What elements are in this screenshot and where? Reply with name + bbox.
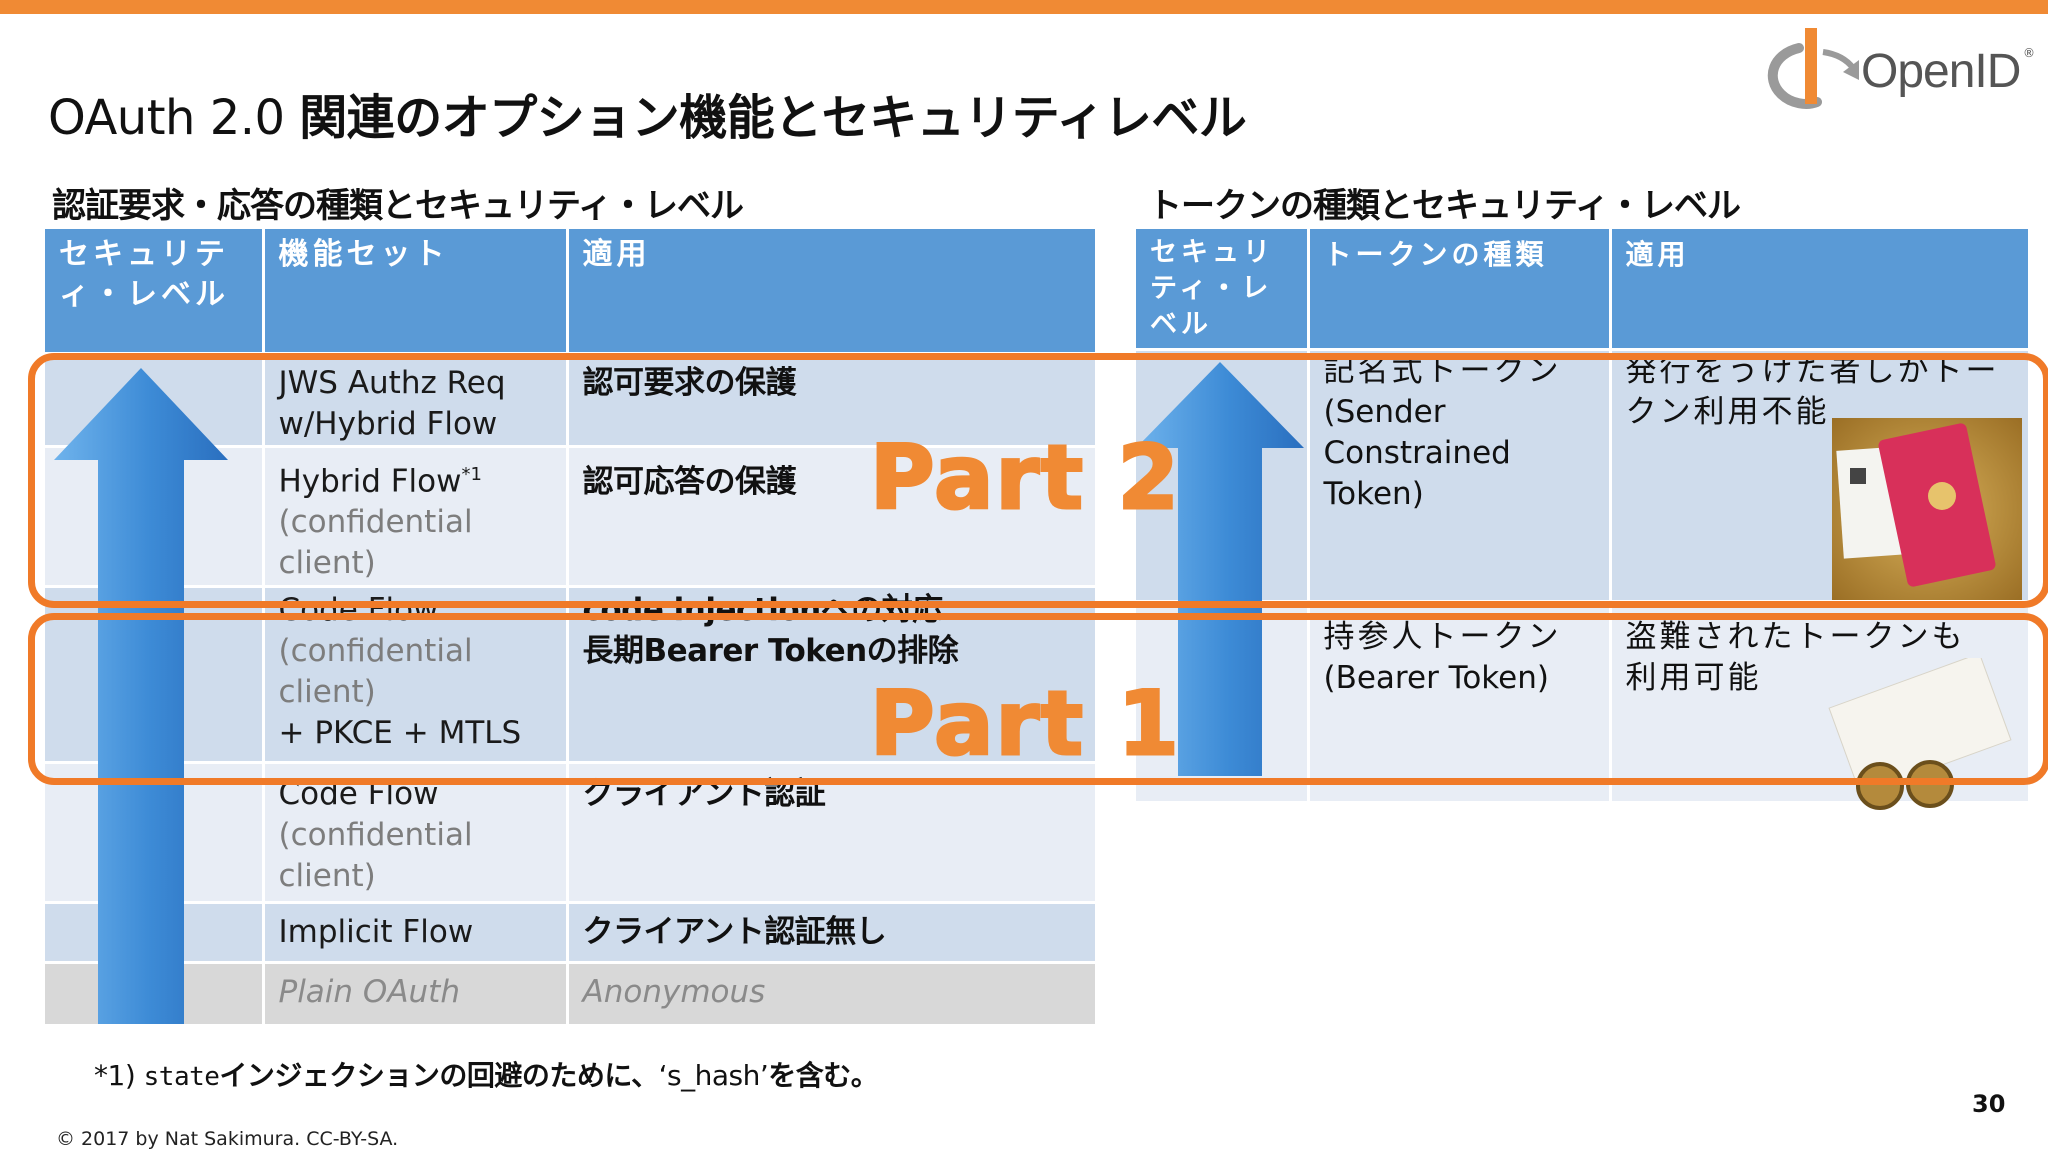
feature-line: JWS Authz Req: [278, 364, 506, 401]
passport-photo-icon: [1832, 418, 2022, 600]
openid-logo: OpenID ®: [1755, 22, 2035, 112]
copyright-notice: © 2017 by Nat Sakimura. CC-BY-SA.: [56, 1128, 399, 1150]
feature-name: Plain OAuth: [278, 973, 460, 1010]
left-section-heading: 認証要求・応答の種類とセキュリティ・レベル: [52, 186, 744, 226]
footnote: *1) stateインジェクションの回避のために、‘s_hash’を含む。: [94, 1054, 879, 1094]
table-header-row: セキュリティ・レベル 機能セット 適用: [45, 229, 1095, 353]
apply-text: code injectionへの対応: [582, 591, 944, 628]
feature-sub: client): [278, 857, 376, 894]
token-security-arrow-icon: [1136, 362, 1304, 776]
part2-highlight-frame: [28, 353, 2048, 608]
feature-name: Implicit Flow: [278, 913, 474, 950]
token-line: Constrained: [1323, 434, 1511, 471]
col-header-apply: 適用: [567, 229, 1095, 353]
col-header-security-level: セキュリティ・レベル: [45, 229, 265, 353]
table-row: Hybrid Flow*1 (confidential client) 認可応答の保…: [45, 444, 1095, 586]
feature-line: w/Hybrid Flow: [278, 405, 498, 442]
part2-label: Part 2: [869, 425, 1181, 531]
feature-sub: (confidential: [278, 632, 473, 669]
feature-tail: + PKCE + MTLS: [278, 714, 522, 751]
token-line: (Bearer Token): [1323, 659, 1549, 696]
security-level-arrow-icon: [54, 368, 228, 1024]
feature-sub: client): [278, 673, 376, 710]
feature-name: Hybrid Flow: [278, 462, 462, 499]
feature-sub: client): [278, 544, 376, 581]
logo-wordmark: OpenID: [1861, 45, 2021, 98]
apply-text: クン利用不能: [1625, 393, 1830, 430]
col-header-security-level: セキュリティ・レベル: [1136, 229, 1310, 349]
footnote-text: インジェクションの回避のために、: [219, 1059, 659, 1092]
page-number: 30: [1972, 1090, 2006, 1118]
col-header-token-type: トークンの種類: [1308, 229, 1612, 349]
apply-text: 長期Bearer Tokenの排除: [582, 632, 959, 669]
openid-logo-mark-icon: [1767, 28, 1859, 109]
title-main: 関連のオプション機能とセキュリティレベル: [299, 90, 1247, 146]
title-prefix: OAuth 2.0: [48, 90, 300, 146]
apply-text: 認可要求の保護: [582, 364, 797, 401]
part1-highlight-frame: [28, 613, 2048, 785]
token-line: 持参人トークン: [1323, 618, 1562, 655]
apply-text: クライアント認証無し: [582, 913, 887, 950]
col-header-apply: 適用: [1610, 229, 2028, 349]
footnote-text-end: を含む。: [768, 1059, 879, 1092]
footnote-marker: *1: [461, 463, 482, 485]
apply-text: 盗難されたトークンも: [1625, 618, 1966, 655]
right-section-heading: トークンの種類とセキュリティ・レベル: [1148, 186, 1741, 226]
footnote-prefix: *1): [94, 1059, 144, 1092]
col-header-feature-set: 機能セット: [263, 229, 569, 353]
slide-title: OAuth 2.0 関連のオプション機能とセキュリティレベル: [48, 78, 1247, 148]
footnote-code: state: [143, 1062, 220, 1092]
apply-text: Anonymous: [582, 973, 766, 1010]
feature-sub: (confidential: [278, 503, 473, 540]
apply-text: 利用可能: [1625, 659, 1762, 696]
logo-registered-mark: ®: [2023, 46, 2035, 60]
footnote-quoted: ‘s_hash’: [658, 1059, 769, 1092]
part1-label: Part 1: [869, 671, 1181, 777]
feature-sub: (confidential: [278, 816, 473, 853]
apply-text: 認可応答の保護: [582, 463, 797, 500]
token-line: Token): [1323, 475, 1424, 512]
table-header-row: セキュリティ・レベル トークンの種類 適用: [1136, 229, 2028, 349]
feature-name: Code Flow: [278, 591, 439, 628]
token-line: (Sender: [1323, 393, 1446, 430]
top-accent-bar: [0, 0, 2048, 14]
